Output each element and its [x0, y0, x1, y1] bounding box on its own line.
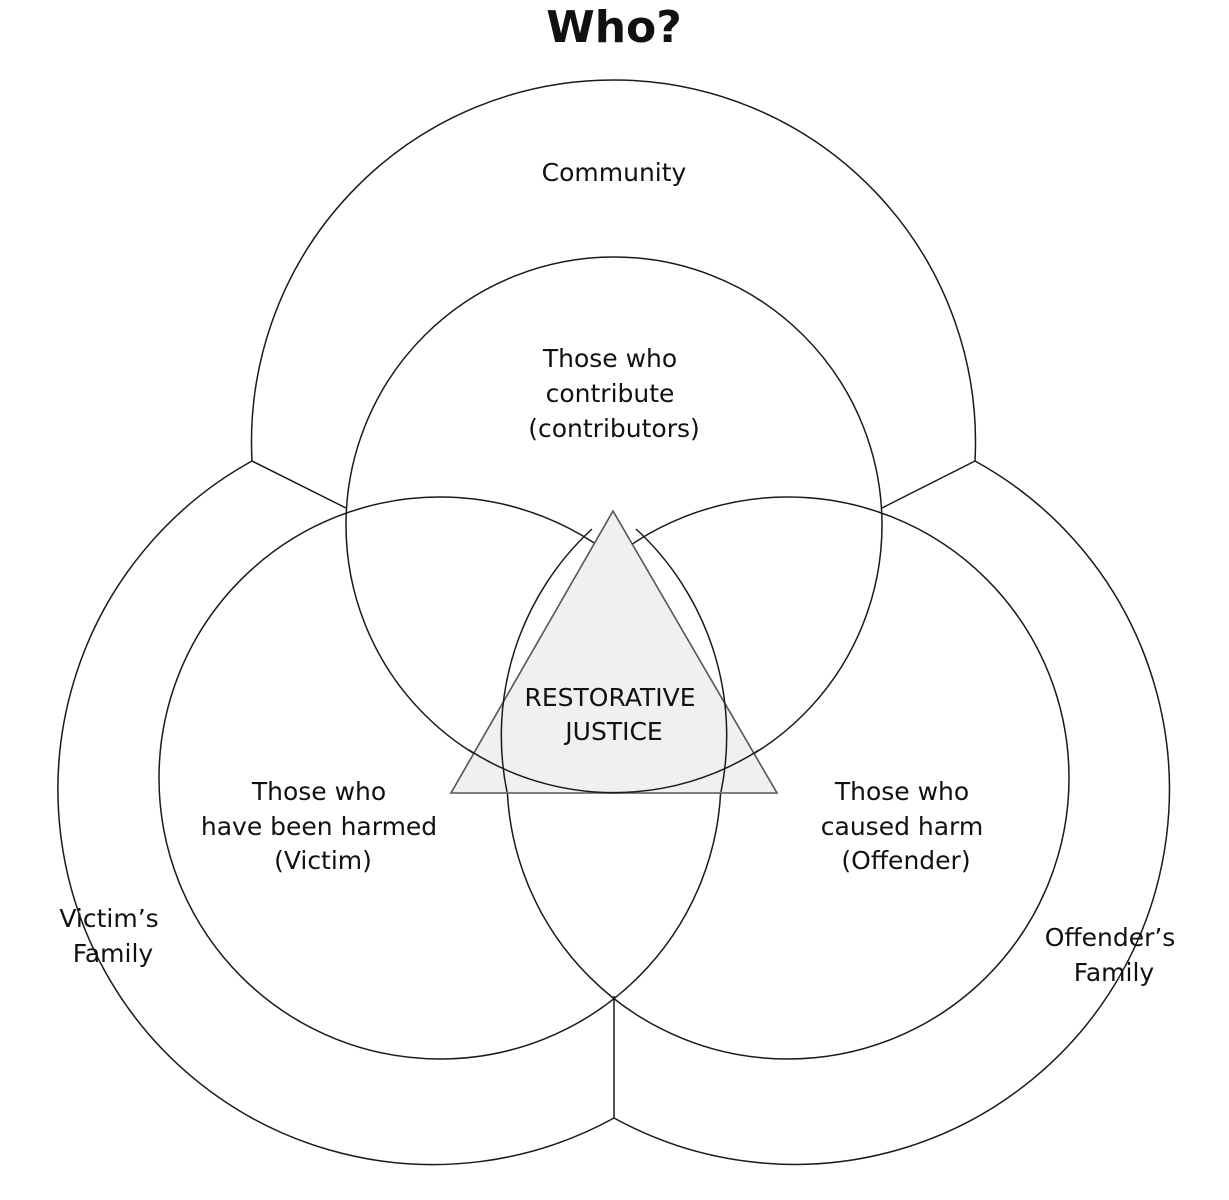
victim-circle-right-arc: [635, 528, 728, 793]
offender-circle-left-arc: [500, 528, 593, 793]
contributors-circle-lower-arc: [468, 749, 760, 794]
victim-label: Those who have been harmed (Victim): [201, 777, 445, 875]
offender-label: Those who caused harm (Offender): [821, 777, 991, 875]
restorative-justice-triangle: [449, 509, 779, 794]
contributors-label: Those who contribute (contributors): [528, 344, 700, 443]
diagram-title: Who?: [546, 2, 682, 53]
community-victims-family-divider: [251, 460, 347, 509]
offenders-family-label: Offender’s Family: [1045, 923, 1184, 987]
restorative-justice-label: RESTORATIVE JUSTICE: [525, 683, 704, 746]
community-offenders-family-divider: [881, 460, 976, 509]
victims-family-label: Victim’s Family: [59, 904, 166, 968]
community-outer-arc: [250, 79, 977, 462]
victims-family-outer-arc: [57, 460, 615, 1166]
community-label: Community: [542, 158, 687, 187]
offenders-family-outer-arc: [613, 460, 1171, 1166]
